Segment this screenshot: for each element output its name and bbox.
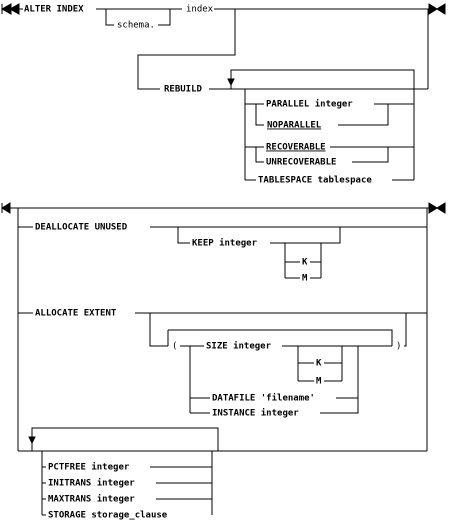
start-marker-icon xyxy=(0,3,20,15)
attr-pctfree: PCTFREE integer xyxy=(48,462,130,473)
close-paren: ) xyxy=(396,342,401,352)
loop-arrow-icon xyxy=(28,436,36,445)
clause-recoverable: RECOVERABLE xyxy=(266,143,326,153)
clause-instance: INSTANCE integer xyxy=(212,408,299,419)
unit-m-size: M xyxy=(316,377,322,387)
clause-deallocate-unused: DEALLOCATE UNUSED xyxy=(35,223,128,233)
rail xyxy=(255,147,264,163)
clause-unrecoverable: UNRECOVERABLE xyxy=(266,158,336,168)
clause-datafile: DATAFILE 'filename' xyxy=(212,393,315,404)
rail xyxy=(177,227,190,244)
rail xyxy=(270,227,341,244)
clause-tablespace: TABLESPACE tablespace xyxy=(258,176,372,186)
unit-m: M xyxy=(302,274,308,284)
rail xyxy=(137,9,236,90)
end-marker-icon xyxy=(428,202,446,214)
attr-storage: STORAGE storage_clause xyxy=(48,511,168,521)
rail xyxy=(338,104,389,126)
rail xyxy=(404,313,407,347)
rail xyxy=(352,147,389,163)
rail xyxy=(320,346,359,414)
continuation-start-icon xyxy=(1,202,11,214)
rail xyxy=(31,427,219,451)
rail xyxy=(105,9,114,26)
rail xyxy=(158,9,171,26)
clause-parallel: PARALLEL integer xyxy=(266,99,353,110)
param-schema: schema. xyxy=(117,21,155,31)
param-index: index xyxy=(186,5,214,15)
rail xyxy=(230,69,415,89)
end-marker-icon xyxy=(428,3,446,15)
clause-noparallel: NOPARALLEL xyxy=(267,121,322,131)
clause-keep: KEEP integer xyxy=(192,238,258,249)
alter-index-rebuild-diagram: ALTER INDEX schema. index REBUILD PARALL… xyxy=(0,3,446,186)
extent-storage-diagram: DEALLOCATE UNUSED KEEP integer K M ALLOC… xyxy=(1,202,446,521)
rail xyxy=(255,104,264,126)
keyword-alter-index: ALTER INDEX xyxy=(24,5,84,15)
unit-k: K xyxy=(302,258,308,268)
clause-allocate-extent: ALLOCATE EXTENT xyxy=(35,309,117,319)
attr-maxtrans: MAXTRANS integer xyxy=(48,494,135,505)
attr-initrans: INITRANS integer xyxy=(48,478,135,489)
rail xyxy=(149,313,168,347)
loop-arrow-icon xyxy=(227,78,235,87)
rail xyxy=(168,329,393,346)
open-paren: ( xyxy=(172,342,177,352)
keyword-rebuild: REBUILD xyxy=(164,85,203,95)
clause-size: SIZE integer xyxy=(206,341,272,352)
unit-k-size: K xyxy=(316,359,322,369)
